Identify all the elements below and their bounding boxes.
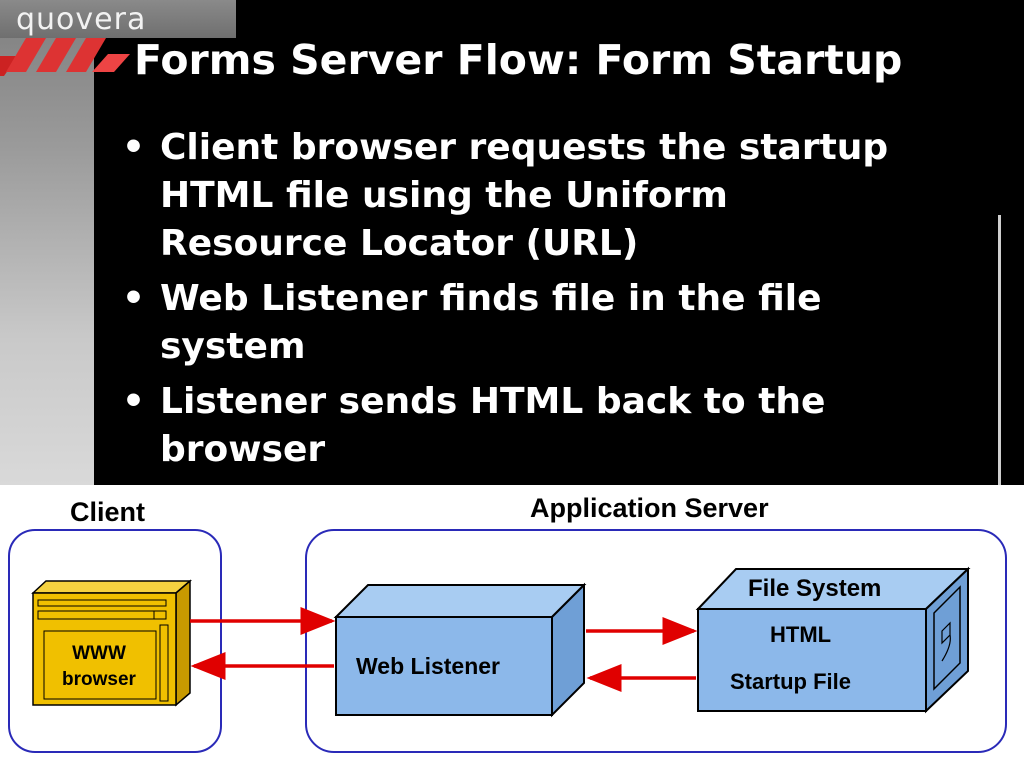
bullet-marker: • <box>122 278 146 319</box>
bullet-line: Client browser requests the startup <box>160 127 889 168</box>
left-texture-panel <box>0 0 94 485</box>
slide-header-area <box>0 0 1024 485</box>
page-title: Forms Server Flow: Form Startup <box>134 36 903 84</box>
web-listener-box <box>333 582 587 718</box>
file-system-box <box>695 566 971 714</box>
bullet-list: • Client browser requests the startup HT… <box>122 124 982 481</box>
bullet-item: • Web Listener finds file in the file sy… <box>122 275 982 371</box>
bullet-item: • Listener sends HTML back to the browse… <box>122 378 982 474</box>
architecture-diagram <box>8 529 1007 753</box>
flow-arrows <box>190 607 698 692</box>
right-divider <box>998 215 1001 485</box>
browser-label: WWW <box>66 643 132 665</box>
bullet-marker: • <box>122 381 146 422</box>
browser-label-line1: WWW <box>72 643 126 664</box>
client-label: Client <box>70 497 146 527</box>
bullet-line: Listener sends HTML back to the <box>160 381 826 422</box>
startup-file-label: Startup File <box>730 669 852 694</box>
web-listener-label: Web Listener <box>356 653 500 679</box>
server-region <box>305 529 1007 753</box>
red-stripes-decoration <box>0 38 130 76</box>
server-label: Application Server <box>530 493 769 523</box>
quovera-logo: quovera <box>16 2 147 37</box>
drive-panel-icon <box>933 585 961 691</box>
browser-label-line2: browser <box>62 669 136 690</box>
bullet-marker: • <box>122 127 146 168</box>
bullet-line: HTML file using the Uniform <box>160 175 728 216</box>
logo-strip: quovera <box>0 0 236 38</box>
bullet-line: system <box>160 326 306 367</box>
browser-label-2: browser <box>50 669 148 691</box>
bullet-line: Resource Locator (URL) <box>160 223 639 264</box>
client-region <box>8 529 222 753</box>
file-system-label: File System <box>748 575 882 602</box>
html-label: HTML <box>770 622 832 647</box>
www-browser <box>31 579 193 707</box>
bullet-line: browser <box>160 429 326 470</box>
bullet-item: • Client browser requests the startup HT… <box>122 124 982 268</box>
bullet-line: Web Listener finds file in the file <box>160 278 822 319</box>
